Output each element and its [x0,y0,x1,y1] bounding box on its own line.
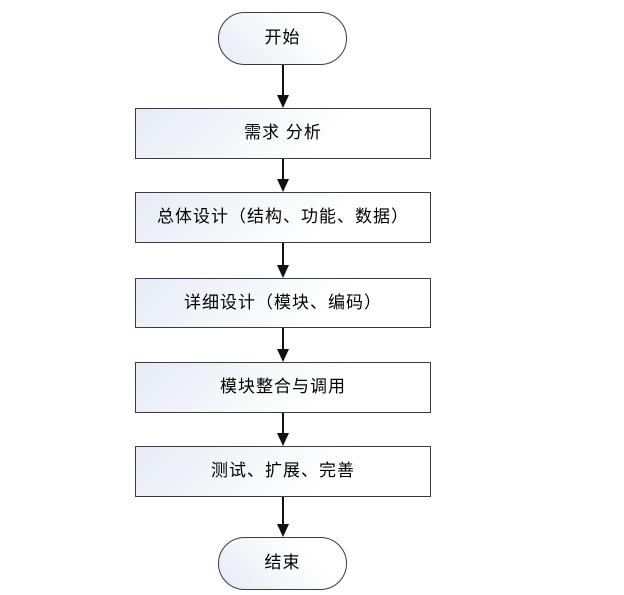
arrowhead-icon [277,179,289,192]
arrow-stem [282,65,284,97]
arrowhead-icon [277,265,289,278]
arrow-stem [282,413,284,435]
flow-node-detailed-design: 详细设计（模块、编码） [135,278,431,328]
arrow-down-step2-to-step3 [277,243,289,278]
arrow-stem [282,328,284,351]
flow-node-requirements-analysis-label: 需求 分析 [244,123,322,143]
arrow-down-step4-to-step5 [277,413,289,446]
arrowhead-icon [277,349,289,362]
arrowhead-icon [277,433,289,446]
flow-node-detailed-design-label: 详细设计（模块、编码） [184,292,382,312]
arrow-down-start-to-step1 [277,65,289,108]
flow-node-requirements-analysis: 需求 分析 [135,108,431,159]
arrow-stem [282,243,284,267]
arrow-down-step5-to-end [277,497,289,537]
flow-node-testing-label: 测试、扩展、完善 [211,461,355,481]
flow-node-end: 结束 [218,537,347,590]
flow-node-end-label: 结束 [264,553,301,573]
arrow-down-step1-to-step2 [277,159,289,192]
flow-node-start: 开始 [218,12,347,65]
flow-node-start-label: 开始 [264,28,301,48]
arrow-stem [282,497,284,526]
flow-node-module-integration-label: 模块整合与调用 [220,377,346,397]
arrowhead-icon [277,524,289,537]
flow-node-overall-design-label: 总体设计（结构、功能、数据） [157,207,409,227]
arrow-down-step3-to-step4 [277,328,289,362]
arrowhead-icon [277,95,289,108]
flow-node-module-integration: 模块整合与调用 [135,362,431,413]
flow-node-testing: 测试、扩展、完善 [135,446,431,497]
flow-node-overall-design: 总体设计（结构、功能、数据） [135,192,431,243]
arrow-stem [282,159,284,181]
